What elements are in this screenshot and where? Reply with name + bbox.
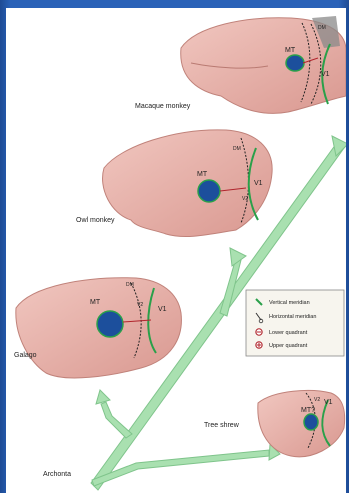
legend-label-upper-quadrant: Upper quadrant bbox=[269, 343, 308, 349]
galago-arrow bbox=[96, 390, 110, 404]
macaque-brain: MT V1 DM Macaque monkey bbox=[135, 16, 346, 113]
galago-mt-label: MT bbox=[90, 299, 101, 306]
galago-name: Galago bbox=[14, 352, 37, 359]
owl-mt-label: MT bbox=[197, 171, 208, 178]
owl-v1-label: V1 bbox=[254, 180, 263, 187]
macaque-v1-label: V1 bbox=[321, 71, 330, 78]
galago-brain: MT V1 V2 DM Galago bbox=[14, 278, 181, 378]
macaque-dm-label: DM bbox=[318, 25, 326, 31]
treeshrew-v1-label: V1 bbox=[324, 399, 333, 406]
owl-mt bbox=[198, 180, 220, 202]
treeshrew-v2-label: V2 bbox=[314, 397, 320, 403]
galago-branch bbox=[101, 402, 132, 438]
evolution-diagram: MT V1 DM Macaque monkey MT V1 V2 DM Owl … bbox=[6, 8, 346, 493]
legend-label-vertical-meridian: Vertical meridian bbox=[269, 300, 310, 306]
figure-panel: MT V1 DM Macaque monkey MT V1 V2 DM Owl … bbox=[6, 8, 346, 493]
legend-label-horizontal-meridian: Horizontal meridian bbox=[269, 314, 316, 320]
owl-v2-label: V2 bbox=[242, 196, 248, 202]
macaque-mt-label: MT bbox=[285, 47, 296, 54]
owl-name: Owl monkey bbox=[76, 217, 115, 224]
galago-v1-label: V1 bbox=[158, 306, 167, 313]
owl-dm-label: DM bbox=[233, 146, 241, 152]
treeshrew-mt-label: MT? bbox=[301, 407, 315, 414]
treeshrew-mt bbox=[304, 414, 318, 430]
owl-monkey-brain: MT V1 V2 DM Owl monkey bbox=[76, 130, 272, 237]
legend-label-lower-quadrant: Lower quadrant bbox=[269, 330, 308, 336]
macaque-mt bbox=[286, 55, 304, 71]
galago-mt bbox=[97, 311, 123, 337]
galago-dm-label: DM bbox=[126, 282, 134, 288]
archonta-label: Archonta bbox=[43, 471, 71, 478]
treeshrew-name: Tree shrew bbox=[204, 422, 240, 429]
galago-v2-label: V2 bbox=[137, 302, 143, 308]
treeshrew-brain: MT? V1 V2 Tree shrew bbox=[204, 390, 345, 456]
macaque-name: Macaque monkey bbox=[135, 103, 191, 110]
legend: Vertical meridian Horizontal meridian Lo… bbox=[246, 290, 344, 356]
